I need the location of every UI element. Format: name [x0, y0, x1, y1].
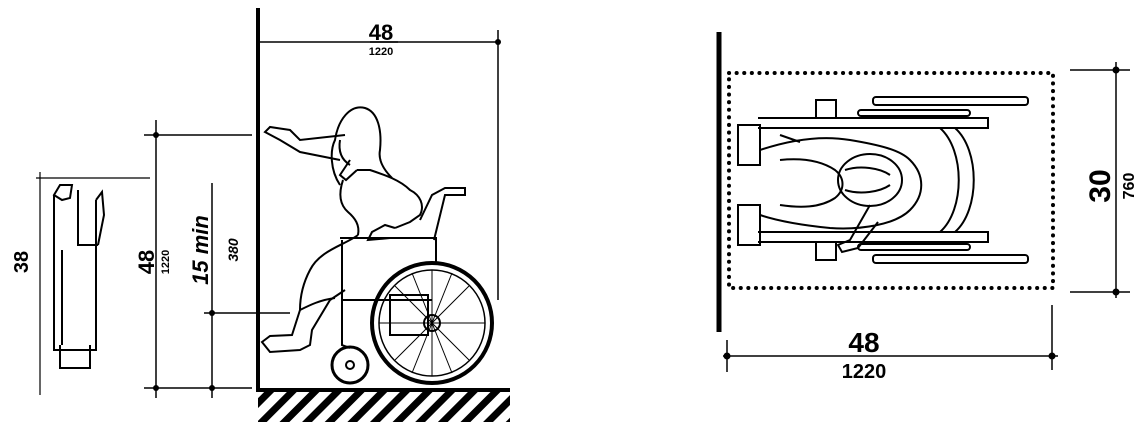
- width-mm-label: 1220: [369, 46, 393, 58]
- clear-floor-space: [727, 71, 1055, 290]
- high-reach-dimension: [144, 120, 252, 398]
- depth-mm-label: 760: [1121, 173, 1135, 200]
- high-reach-mm-label: 1220: [160, 250, 172, 274]
- dispenser-dimension: [36, 172, 150, 395]
- width-dimension: [258, 30, 501, 300]
- low-reach-mm-label: 380: [225, 238, 241, 262]
- wheelchair-user-illustration: [260, 106, 494, 385]
- low-reach-inches-label: 15 min: [188, 215, 213, 285]
- plan-width-inches-label: 48: [848, 327, 879, 358]
- width-inches-label: 48: [369, 20, 393, 45]
- low-reach-dimension: [204, 183, 290, 398]
- side-reach-figure: 48 1220 48 1220 15 min 380 38: [11, 8, 510, 422]
- depth-dimension: [1070, 62, 1130, 298]
- plan-clear-space-figure: 30 760 48 1220: [716, 32, 1135, 383]
- floor-hatching: [258, 392, 510, 422]
- high-reach-inches-label: 48: [134, 250, 159, 274]
- wheelchair-plan-illustration: [737, 96, 1029, 264]
- depth-inches-label: 30: [1084, 169, 1117, 202]
- plan-width-mm-label: 1220: [842, 361, 887, 383]
- dispenser-height-label: 38: [11, 251, 33, 273]
- plan-width-dimension: [723, 305, 1058, 372]
- dispenser-unit: [52, 184, 106, 369]
